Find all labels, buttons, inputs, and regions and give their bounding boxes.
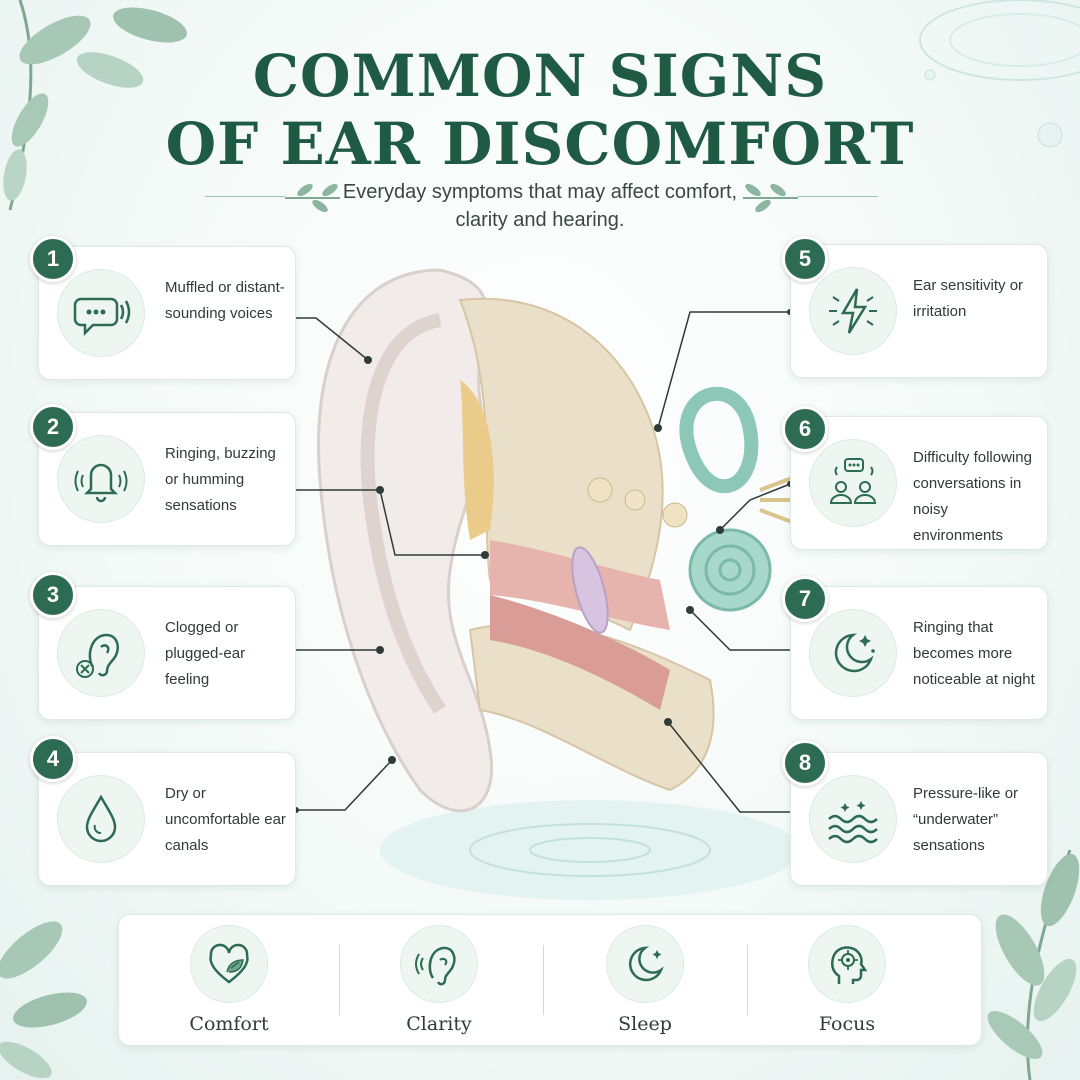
symptom-number-7: 7 — [782, 576, 828, 622]
ear-sound-icon — [400, 925, 478, 1003]
symptom-card-7: Ringing that becomes more noticeable at … — [790, 586, 1048, 720]
page-title-line2: OF EAR DISCOMFORT — [165, 110, 915, 178]
symptom-text-1: Muffled or distant-sounding voices — [165, 279, 285, 322]
droplet-icon — [57, 775, 145, 863]
symptom-text-4: Dry or uncomfortable ear canals — [165, 785, 286, 854]
symptom-card-2: Ringing, buzzing or humming sensations — [38, 412, 296, 546]
symptom-text-2: Ringing, buzzing or humming sensations — [165, 445, 276, 514]
benefit-sleep: Sleep — [545, 915, 745, 1045]
heart-leaf-icon — [190, 925, 268, 1003]
speech-bubble-sound-icon — [57, 269, 145, 357]
symptom-number-3: 3 — [30, 572, 76, 618]
bell-icon — [57, 435, 145, 523]
benefit-comfort: Comfort — [129, 915, 329, 1045]
sprig-icon-right — [743, 183, 798, 213]
symptom-number-2: 2 — [30, 404, 76, 450]
benefit-divider — [747, 945, 748, 1015]
symptom-text-7: Ringing that becomes more noticeable at … — [913, 619, 1035, 688]
page-title-line1: COMMON SIGNS — [252, 42, 828, 110]
moon-stars-icon — [809, 609, 897, 697]
symptom-text-3: Clogged or plugged-ear feeling — [165, 619, 246, 688]
head-target-icon — [808, 925, 886, 1003]
benefit-divider — [543, 945, 544, 1015]
waves-icon — [809, 775, 897, 863]
benefit-label: Clarity — [406, 1013, 472, 1035]
symptom-number-5: 5 — [782, 236, 828, 282]
symptom-text-8: Pressure-like or “underwater” sensations — [913, 785, 1019, 854]
symptom-card-3: Clogged or plugged-ear feeling — [38, 586, 296, 720]
benefit-clarity: Clarity — [339, 915, 539, 1045]
people-talking-icon — [809, 439, 897, 527]
subtitle-rule-right — [798, 196, 878, 197]
symptom-text-5: Ear sensitivity or irritation — [913, 277, 1024, 320]
benefit-label: Comfort — [189, 1013, 269, 1035]
symptom-card-1: Muffled or distant-sounding voices — [38, 246, 296, 380]
leaf-decoration-bottom-left — [0, 921, 87, 1079]
leaf-decoration-bottom-right — [987, 849, 1080, 1080]
symptom-number-6: 6 — [782, 406, 828, 452]
symptom-number-1: 1 — [30, 236, 76, 282]
page-subtitle: Everyday symptoms that may affect comfor… — [342, 181, 738, 231]
symptom-card-4: Dry or uncomfortable ear canals — [38, 752, 296, 886]
benefit-label: Sleep — [618, 1013, 672, 1035]
symptom-card-6: Difficulty following conversations in no… — [790, 416, 1048, 550]
lightning-bolt-icon — [809, 267, 897, 355]
symptom-number-4: 4 — [30, 736, 76, 782]
benefit-label: Focus — [818, 1013, 876, 1035]
ear-blocked-icon — [57, 609, 145, 697]
symptom-text-6: Difficulty following conversations in no… — [913, 449, 1032, 544]
ear-anatomy-illustration — [317, 268, 800, 900]
benefits-bar: Comfort Clarity Sleep Focus — [118, 914, 982, 1046]
sprig-icon-left — [285, 183, 340, 213]
water-ripple-top-right — [919, 0, 1080, 148]
benefit-divider — [339, 945, 340, 1015]
moon-icon — [606, 925, 684, 1003]
symptom-card-8: Pressure-like or “underwater” sensations — [790, 752, 1048, 886]
symptom-number-8: 8 — [782, 740, 828, 786]
benefit-focus: Focus — [747, 915, 947, 1045]
leaf-decoration-top-left — [3, 0, 187, 211]
subtitle-rule-left — [205, 196, 285, 197]
symptom-card-5: Ear sensitivity or irritation — [790, 244, 1048, 378]
